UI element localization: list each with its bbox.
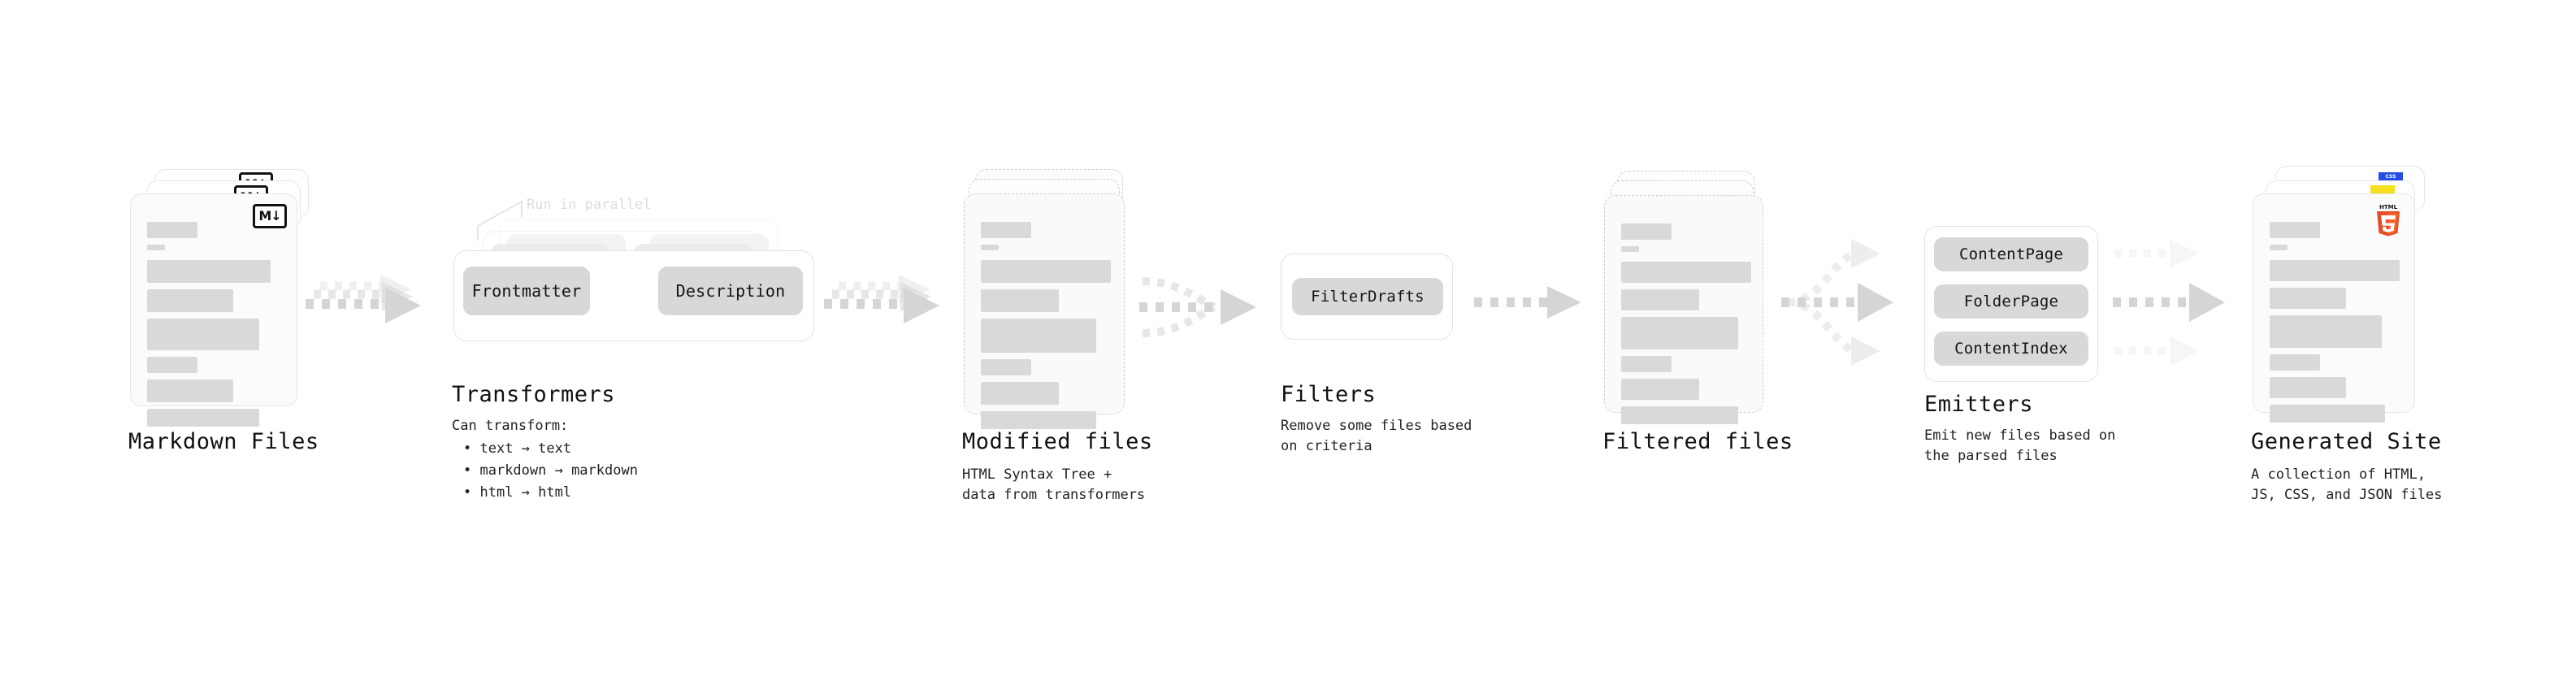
- svg-text:HTML: HTML: [2379, 204, 2398, 210]
- bar: [147, 260, 271, 283]
- modified-content-lines: [981, 222, 1111, 436]
- run-in-parallel-label: Run in parallel: [527, 197, 652, 213]
- chip-filterdrafts[interactable]: FilterDrafts: [1292, 278, 1443, 315]
- bar: [147, 289, 233, 312]
- arrow-filters-to-filtered: [1472, 284, 1594, 325]
- arrow-filtered-to-emitters: [1780, 232, 1926, 371]
- filters-title: Filters: [1281, 382, 1377, 407]
- transformers-bullet-2: • html → html: [463, 484, 572, 501]
- bar: [981, 319, 1096, 353]
- modified-files-title: Modified files: [962, 429, 1153, 454]
- bar: [2270, 354, 2320, 371]
- arrow-modified-to-filters: [1136, 265, 1274, 354]
- bar: [2270, 245, 2288, 250]
- transformers-subtitle: Can transform:: [452, 418, 569, 434]
- bar: [1621, 406, 1738, 424]
- transformers-title: Transformers: [452, 382, 616, 407]
- bar: [981, 222, 1031, 238]
- bar: [1621, 223, 1672, 240]
- bar: [981, 411, 1096, 429]
- bar: [2270, 222, 2320, 238]
- bar: [981, 260, 1111, 283]
- emitters-title: Emitters: [1924, 392, 2034, 417]
- bar: [147, 319, 259, 350]
- chip-contentpage[interactable]: ContentPage: [1934, 237, 2088, 271]
- bar: [1621, 379, 1699, 400]
- filters-subtitle: Remove some files based on criteria: [1281, 418, 1472, 454]
- transformers-bullet-0: • text → text: [463, 440, 572, 457]
- modified-file-front: [964, 193, 1125, 429]
- markdown-icon: M↓: [253, 204, 287, 228]
- chip-frontmatter[interactable]: Frontmatter: [463, 267, 590, 315]
- bullet-text: text → text: [479, 440, 572, 457]
- bar: [1621, 356, 1672, 372]
- markdown-content-lines: [147, 222, 282, 433]
- bullet-text: markdown → markdown: [479, 462, 638, 479]
- bar: [147, 222, 197, 238]
- transformers-bullet-1: • markdown → markdown: [463, 462, 638, 479]
- bar: [981, 289, 1059, 312]
- bar: [1621, 262, 1751, 283]
- markdown-files-title: Markdown Files: [128, 429, 319, 454]
- markdown-file-front: M↓: [130, 193, 297, 427]
- css-icon: CSS: [2379, 172, 2403, 181]
- arrow-transformers-to-modified: [821, 273, 951, 338]
- bullet-text: html → html: [479, 484, 572, 501]
- filtered-content-lines: [1621, 223, 1751, 431]
- arrow-emitters-to-site: [2111, 232, 2257, 371]
- bar: [2270, 377, 2346, 398]
- generated-site-title: Generated Site: [2251, 429, 2442, 454]
- filtered-files-title: Filtered files: [1602, 429, 1793, 454]
- bar: [981, 382, 1059, 405]
- bar: [147, 245, 165, 250]
- chip-folderpage[interactable]: FolderPage: [1934, 284, 2088, 319]
- generated-site-subtitle: A collection of HTML, JS, CSS, and JSON …: [2251, 466, 2443, 503]
- emitters-subtitle: Emit new files based on the parsed files: [1924, 427, 2116, 464]
- bar: [1621, 289, 1699, 310]
- arrow-markdown-to-transformers: [302, 273, 432, 338]
- html5-icon: HTML: [2374, 202, 2403, 236]
- chip-contentindex[interactable]: ContentIndex: [1934, 332, 2088, 366]
- run-in-parallel-bracket: [476, 195, 574, 244]
- bar: [2270, 405, 2385, 423]
- bar: [1621, 246, 1639, 252]
- bar: [1621, 317, 1738, 349]
- filtered-file-front: [1604, 195, 1763, 424]
- bar: [2270, 315, 2382, 348]
- bar: [147, 357, 197, 373]
- bar: [147, 409, 259, 427]
- modified-files-subtitle: HTML Syntax Tree + data from transformer…: [962, 466, 1146, 503]
- site-file-front: HTML: [2253, 193, 2415, 423]
- chip-description[interactable]: Description: [658, 267, 803, 315]
- bar: [2270, 260, 2400, 281]
- bar: [147, 380, 233, 402]
- bar: [981, 245, 999, 250]
- bar: [981, 359, 1031, 375]
- site-content-lines: [2270, 222, 2400, 429]
- bar: [2270, 288, 2346, 309]
